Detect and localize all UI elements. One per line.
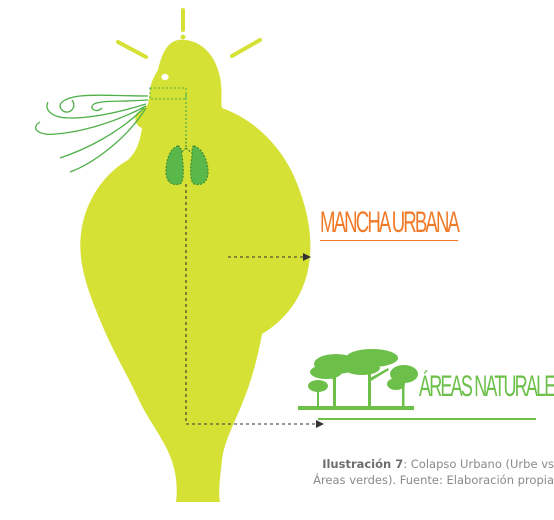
alert-ray-right xyxy=(232,40,260,56)
eye-icon xyxy=(161,74,168,80)
obese-figure-icon xyxy=(80,40,310,502)
caption-line-1: Ilustración 7: Colapso Urbano (Urbe vs xyxy=(194,456,554,472)
caption-line-2: Áreas verdes). Fuente: Elaboración propi… xyxy=(194,472,554,488)
arrow-head-natural xyxy=(316,420,324,428)
natural-areas-label: ÁREAS NATURALES xyxy=(419,370,554,404)
alert-ray-left xyxy=(118,42,146,57)
figure-caption: Ilustración 7: Colapso Urbano (Urbe vs Á… xyxy=(194,456,554,488)
trees-icon xyxy=(298,349,418,410)
natural-areas-underline xyxy=(318,418,536,420)
urban-area-label: MANCHA URBANA xyxy=(320,206,458,241)
exclamation-dot xyxy=(181,35,186,40)
caption-figure-number: Ilustración 7 xyxy=(322,457,403,471)
caption-title: : Colapso Urbano (Urbe vs xyxy=(403,457,554,471)
